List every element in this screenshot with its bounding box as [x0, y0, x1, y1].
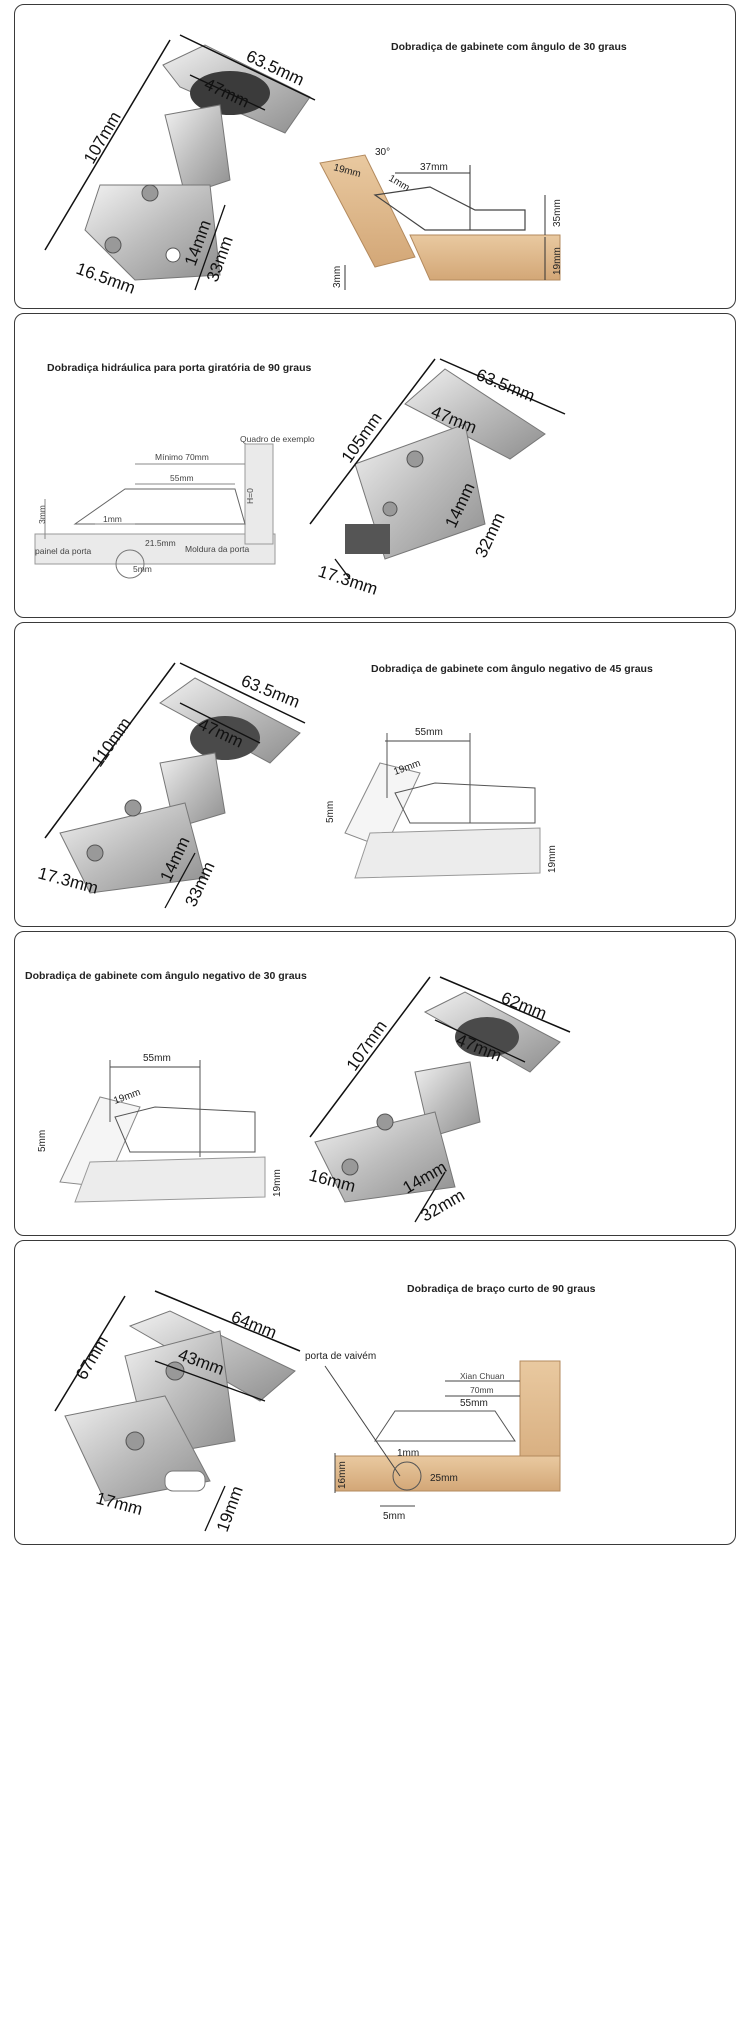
hinge-body: [64, 1310, 296, 1502]
dim-h: H=0: [245, 488, 255, 504]
dim-thickness: 16mm: [337, 1461, 348, 1489]
dim-length: 110mm: [88, 714, 135, 770]
dim-width: 67mm: [72, 1333, 112, 1383]
dim-edge: 5mm: [383, 1511, 405, 1522]
dim-gap: 1mm: [397, 1448, 419, 1459]
dim-overlay: 5mm: [325, 801, 336, 823]
hinge-body: [84, 44, 311, 281]
dim-depth: 37mm: [420, 162, 448, 173]
hinge-drawing: [344, 733, 541, 879]
dim-depth: 55mm: [143, 1053, 171, 1064]
frame-label: Quadro de exemplo: [240, 434, 315, 444]
dim-thickness: 19mm: [272, 1169, 283, 1197]
dim-plate: 19mm: [213, 1483, 247, 1534]
dim-depth: 55mm: [415, 727, 443, 738]
dim-gap: 1mm: [103, 514, 122, 524]
dim-cup-offset: 25mm: [430, 1473, 458, 1484]
label-2: 70mm: [470, 1385, 494, 1395]
panel-caption: Dobradiça de gabinete com ângulo de 30 g…: [391, 41, 627, 53]
panel-5: Dobradiça de braço curto de 90 graus 64m…: [14, 1240, 736, 1545]
dim-height: 35mm: [552, 199, 563, 227]
dim-overlay: 5mm: [37, 1130, 48, 1152]
label-1: Xian Chuan: [460, 1371, 505, 1381]
dim-depth: 55mm: [170, 473, 194, 483]
dim-edge: 5mm: [133, 564, 152, 574]
dim-overlay: 3mm: [332, 266, 343, 288]
dim-angle: 30°: [375, 147, 390, 158]
dim-thickness: 19mm: [547, 845, 558, 873]
door-panel-label: painel da porta: [35, 546, 92, 556]
hinge-photo: 64mm 67mm 43mm 19mm 17mm porta de vaivém…: [54, 1290, 561, 1534]
hinge-body: [314, 991, 561, 1203]
dim-thickness: 19mm: [552, 247, 563, 275]
dim-length: 64mm: [229, 1307, 280, 1342]
dim-gap: 1mm: [387, 173, 412, 194]
swing-door-label: porta de vaivém: [305, 1351, 376, 1362]
panel-4: Dobradiça de gabinete com ângulo negativ…: [14, 931, 736, 1236]
hinge-photo: 107mm 63.5mm 47mm 33mm 14mm 16.5mm 30° 1…: [44, 34, 563, 298]
panel-1: Dobradiça de gabinete com ângulo de 30 g…: [14, 4, 736, 309]
panel-caption: Dobradiça de gabinete com ângulo negativ…: [25, 970, 307, 982]
panel-3: Dobradiça de gabinete com ângulo negativ…: [14, 622, 736, 927]
dim-depth: 55mm: [460, 1398, 488, 1409]
hinge-drawing: [34, 443, 276, 579]
hinge-photo: Mínimo 70mm Quadro de exemplo 55mm H=0 3…: [34, 358, 566, 599]
hinge-photo: 110mm 63.5mm 47mm 33mm 14mm 17.3mm 55mm …: [36, 662, 558, 910]
hinge-body: [345, 368, 546, 560]
panel-2: Dobradiça hidráulica para porta giratóri…: [14, 313, 736, 618]
dim-length: 107mm: [343, 1017, 391, 1074]
dim-length: 107mm: [80, 108, 125, 167]
hinge-drawing: [319, 154, 561, 290]
dim-offset: 17.3mm: [316, 562, 380, 599]
panel-caption: Dobradiça hidráulica para porta giratóri…: [47, 362, 312, 374]
dim-cup-offset: 21.5mm: [145, 538, 176, 548]
panel-caption: Dobradiça de braço curto de 90 graus: [407, 1283, 596, 1295]
hinge-photo: 55mm 19mm 5mm 19mm 107mm 62mm 47mm 32mm …: [37, 976, 571, 1225]
panel-caption: Dobradiça de gabinete com ângulo negativ…: [371, 663, 653, 675]
dim-min: Mínimo 70mm: [155, 452, 209, 462]
dim-overlay: 3mm: [37, 505, 47, 524]
door-frame-label: Moldura da porta: [185, 544, 250, 554]
hinge-body: [59, 677, 301, 894]
hinge-drawing: [59, 1060, 266, 1203]
hinge-drawing: [324, 1360, 561, 1507]
